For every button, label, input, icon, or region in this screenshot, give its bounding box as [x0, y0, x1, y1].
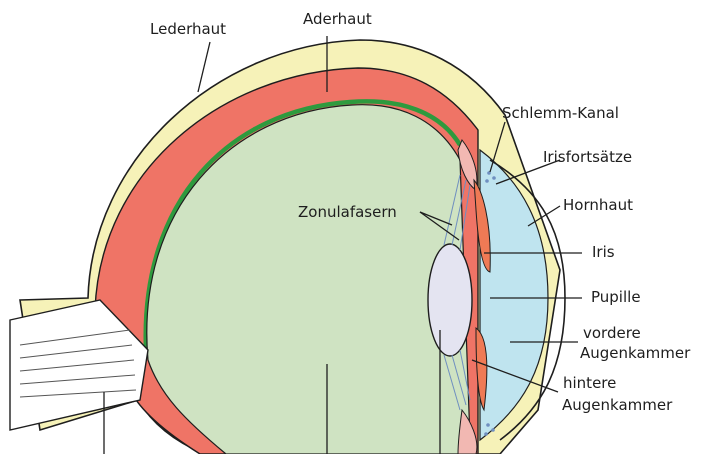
label-irisfortsaetze: Irisfortsätze: [543, 148, 632, 166]
label-schlemm-kanal: Schlemm-Kanal: [502, 104, 619, 122]
label-hintere-augenkammer: Augenkammer: [562, 396, 673, 414]
label-hintere: hintere: [563, 374, 616, 392]
label-zonulafasern: Zonulafasern: [298, 203, 397, 221]
label-hornhaut: Hornhaut: [563, 196, 633, 214]
label-lederhaut: Lederhaut: [150, 20, 226, 38]
label-vordere: vordere: [583, 324, 641, 342]
label-vordere-augenkammer: Augenkammer: [580, 344, 691, 362]
label-aderhaut: Aderhaut: [303, 10, 372, 28]
label-iris: Iris: [592, 243, 615, 261]
leader-lederhaut: [198, 42, 210, 92]
label-pupille: Pupille: [591, 288, 641, 306]
lens: [428, 244, 472, 356]
